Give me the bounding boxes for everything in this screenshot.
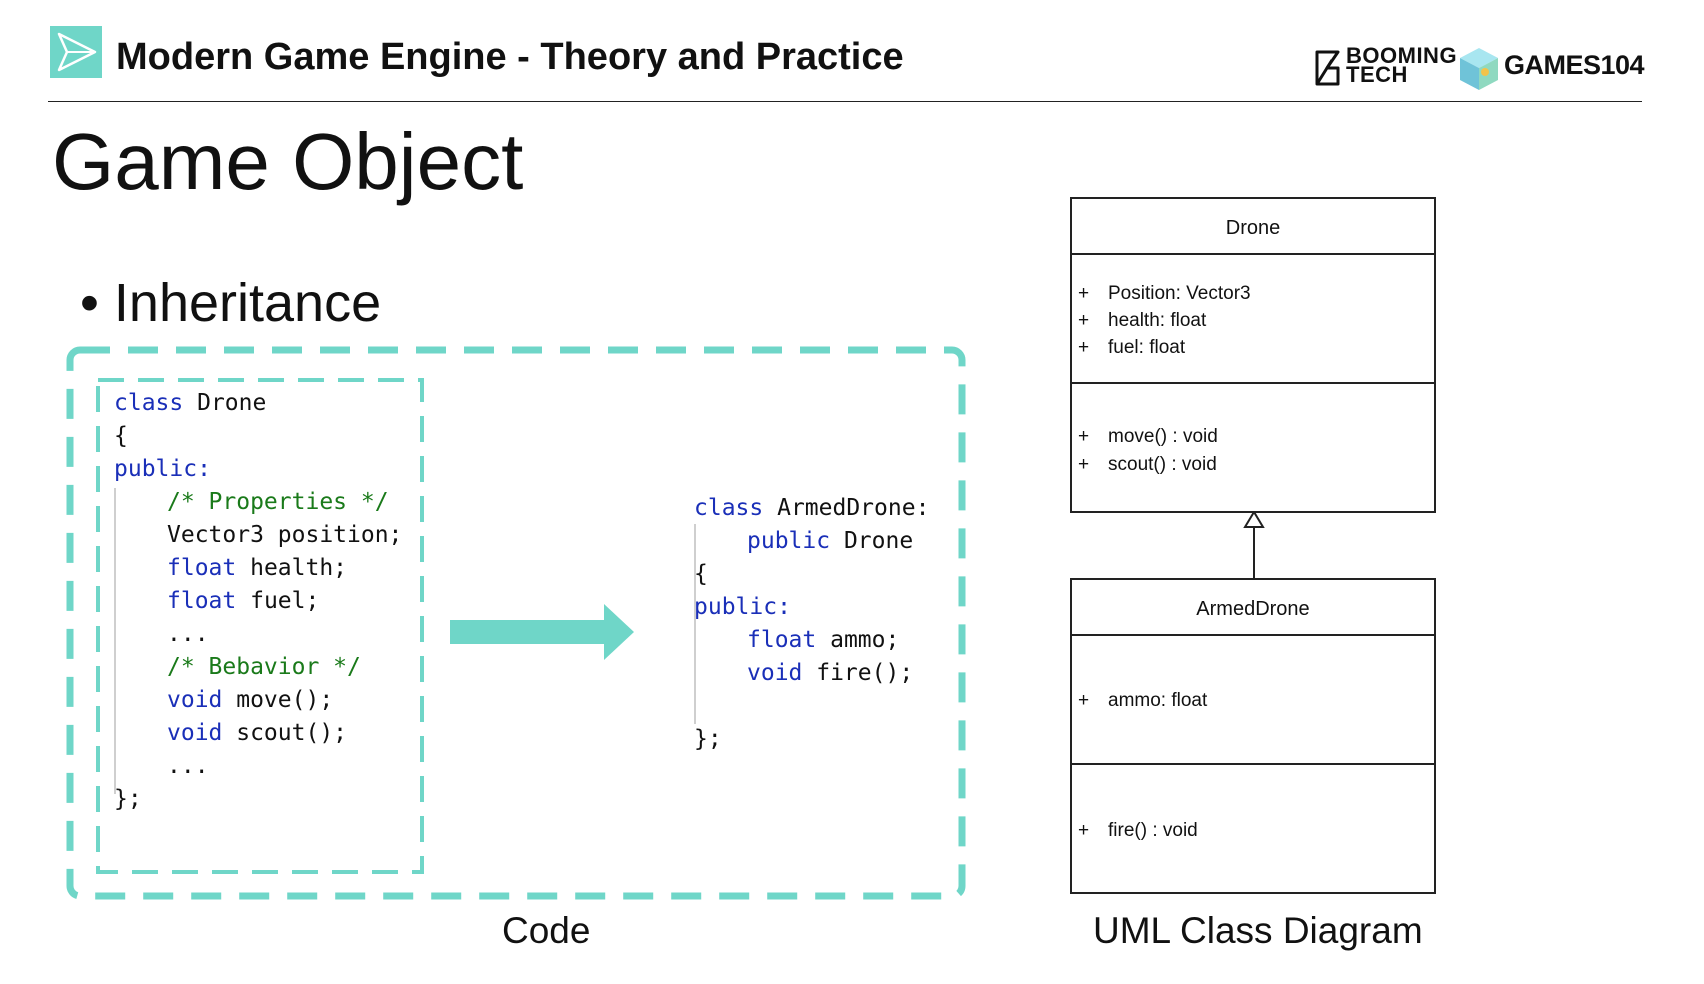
code-line: };	[694, 726, 722, 752]
booming-tech-brand: BOOMING TECH	[1346, 43, 1458, 87]
code-line: public:	[694, 594, 791, 620]
code-line: {	[114, 423, 128, 449]
uml-class-drone: Drone + Position: Vector3 + health: floa…	[1070, 197, 1436, 513]
header-title: Modern Game Engine - Theory and Practice	[116, 36, 904, 78]
uml-method: scout() : void	[1108, 454, 1217, 475]
uml-method: fire() : void	[1108, 820, 1198, 841]
uml-attribute: fuel: float	[1108, 337, 1186, 358]
uml-visibility: +	[1078, 310, 1090, 331]
uml-visibility: +	[1078, 426, 1090, 447]
uml-visibility: +	[1078, 690, 1090, 711]
games104-cube-icon	[1458, 46, 1500, 92]
uml-visibility: +	[1078, 454, 1090, 475]
code-line: class ArmedDrone:	[694, 495, 930, 521]
code-line: void fire();	[747, 660, 914, 686]
uml-divider	[1072, 253, 1434, 255]
code-indent-guide	[694, 524, 696, 724]
inner-dashed-frame	[96, 378, 424, 874]
code-line: ...	[167, 621, 209, 647]
bullet-text: Inheritance	[113, 273, 382, 333]
code-indent-guide	[114, 488, 116, 794]
uml-visibility: +	[1078, 820, 1090, 841]
uml-class-name: ArmedDrone	[1196, 598, 1310, 620]
code-line: class Drone	[114, 390, 267, 416]
uml-attribute: ammo: float	[1108, 690, 1208, 711]
code-line: };	[114, 786, 142, 812]
uml-visibility: +	[1078, 283, 1090, 304]
code-line: {	[694, 561, 708, 587]
code-comment: /* Bebavior */	[167, 654, 361, 680]
games104-brand: GAMES104	[1504, 50, 1645, 80]
uml-attribute: Position: Vector3	[1108, 283, 1251, 304]
arrow-right-icon	[450, 604, 634, 660]
course-logo-icon	[50, 26, 102, 78]
uml-divider	[1072, 763, 1434, 765]
code-line: void scout();	[167, 720, 348, 746]
code-line: ...	[167, 753, 209, 779]
code-line: float health;	[167, 555, 348, 581]
code-line: public Drone	[747, 528, 914, 554]
uml-method: move() : void	[1108, 426, 1218, 447]
code-line: void move();	[167, 687, 334, 713]
bullet-item: • Inheritance	[80, 272, 381, 334]
code-line: public:	[114, 456, 211, 482]
uml-attribute: health: float	[1108, 310, 1207, 331]
brand-booming-line2: TECH	[1346, 62, 1408, 87]
header-divider	[48, 101, 1642, 102]
code-caption: Code	[502, 910, 591, 951]
bullet-dot: •	[80, 273, 99, 333]
uml-class-armeddrone: ArmedDrone + ammo: float + fire() : void	[1070, 578, 1436, 894]
outer-dashed-frame	[66, 346, 966, 900]
inheritance-arrowhead-icon	[1243, 510, 1265, 528]
code-line: float fuel;	[167, 588, 320, 614]
uml-divider	[1072, 634, 1434, 636]
uml-divider	[1072, 382, 1434, 384]
slide-title: Game Object	[52, 117, 524, 206]
code-comment: /* Properties */	[167, 489, 389, 515]
brand-booming-line1: BOOMING	[1346, 43, 1458, 68]
uml-caption: UML Class Diagram	[1093, 910, 1423, 951]
code-line: float ammo;	[747, 627, 900, 653]
uml-visibility: +	[1078, 337, 1090, 358]
booming-tech-logo-icon	[1314, 50, 1344, 86]
code-line: Vector3 position;	[167, 522, 403, 548]
uml-class-name: Drone	[1225, 217, 1281, 239]
